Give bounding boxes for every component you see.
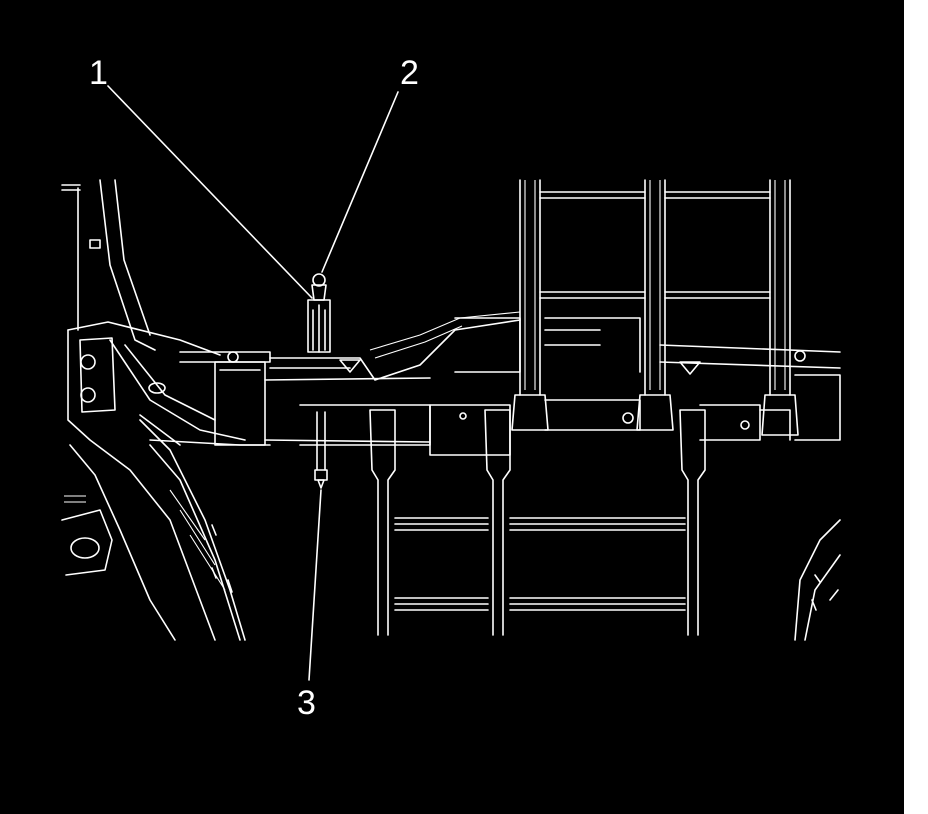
leader-line-1 [107, 85, 313, 299]
upper-rails [511, 179, 799, 436]
left-body-panel [61, 179, 246, 641]
right-body-panel [794, 519, 841, 641]
callout-label-3: 3 [297, 684, 316, 722]
callout-label-1: 1 [89, 54, 108, 92]
leader-lines [107, 85, 399, 681]
right-margin [904, 0, 928, 814]
callout-label-2: 2 [400, 54, 419, 92]
push-pin-retainer [307, 273, 331, 353]
frame-line-drawing: 1 2 3 [61, 54, 841, 722]
diagram-canvas: 1 2 3 [0, 0, 904, 814]
leader-line-3 [308, 489, 322, 681]
lower-rails [369, 409, 706, 636]
cross-member [149, 311, 841, 456]
bolt-fastener [314, 411, 328, 489]
leader-line-2 [321, 91, 399, 273]
